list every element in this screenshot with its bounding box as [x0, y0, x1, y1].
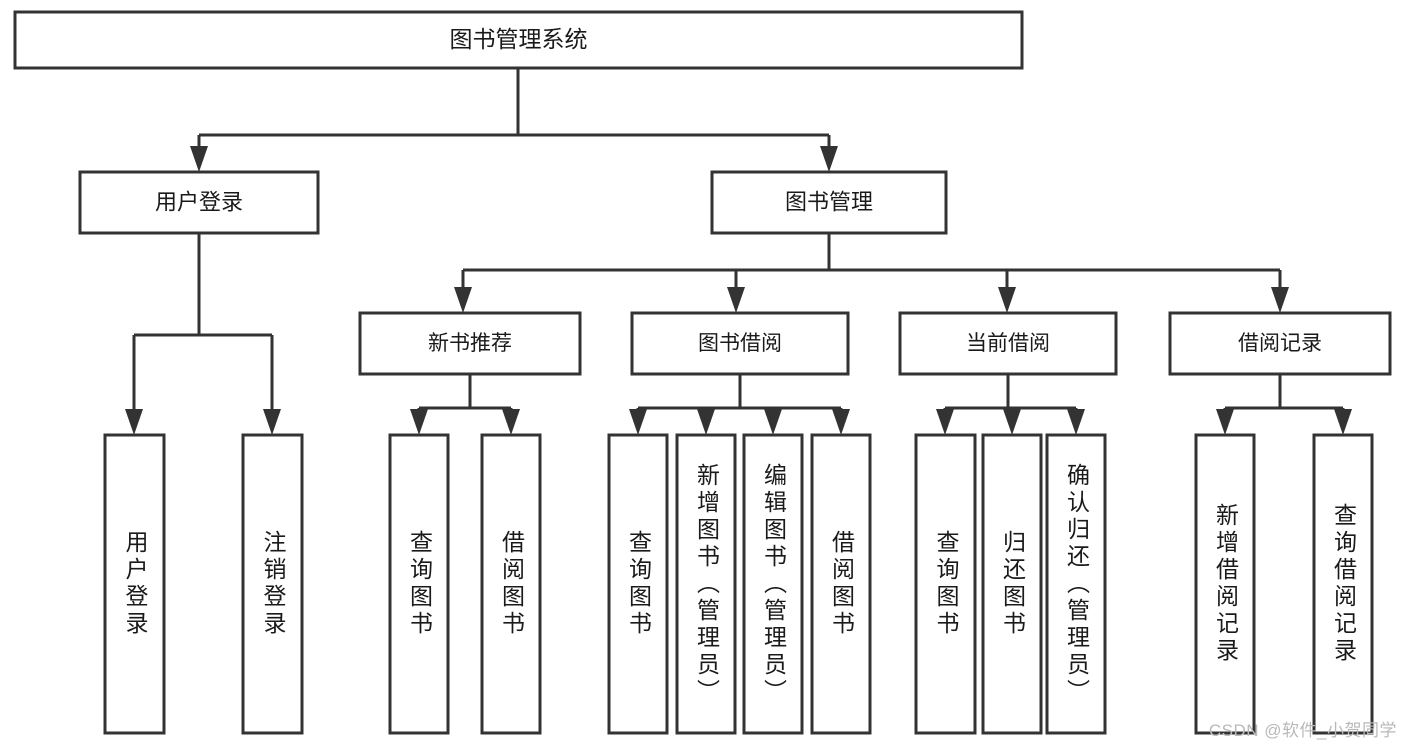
leaf-node-6-编辑图书管理员[interactable]: [742, 433, 804, 735]
leaf-node-2-查询图书[interactable]: [388, 433, 450, 735]
arrow-head-icon: [454, 287, 472, 313]
leaf-node-3-借阅图书[interactable]: [480, 433, 542, 735]
node-图书管理-label: 图书管理: [785, 189, 873, 214]
leaf-node-12-查询借阅记录[interactable]: [1312, 433, 1374, 735]
node-图书借阅[interactable]: [630, 311, 850, 376]
node-新书推荐[interactable]: [358, 311, 582, 376]
arrow-head-icon: [1067, 409, 1085, 435]
arrow-head-icon: [1003, 409, 1021, 435]
arrow-head-icon: [820, 146, 838, 172]
leaf-node-10-确认归还管理员[interactable]: [1045, 433, 1107, 735]
arrow-head-icon: [727, 287, 745, 313]
connectors-layer: [125, 68, 1352, 435]
arrow-head-icon: [764, 409, 782, 435]
node-root-图书管理系统-label: 图书管理系统: [450, 26, 588, 52]
arrow-head-icon: [629, 409, 647, 435]
arrow-head-icon: [1271, 287, 1289, 313]
node-用户登录-label: 用户登录: [155, 189, 243, 214]
leaf-node-11-新增借阅记录[interactable]: [1194, 433, 1256, 735]
node-借阅记录[interactable]: [1168, 311, 1392, 376]
leaf-node-4-查询图书[interactable]: [607, 433, 669, 735]
node-当前借阅[interactable]: [898, 311, 1118, 376]
leaf-node-5-新增图书管理员[interactable]: [675, 433, 737, 735]
node-图书借阅-label: 图书借阅: [698, 332, 782, 355]
arrow-head-icon: [832, 409, 850, 435]
arrow-head-icon: [1216, 409, 1234, 435]
leaf-node-0-用户登录[interactable]: [103, 433, 166, 735]
arrow-head-icon: [697, 409, 715, 435]
arrow-head-icon: [125, 409, 143, 435]
arrow-head-icon: [998, 287, 1016, 313]
arrow-head-icon: [502, 409, 520, 435]
arrow-head-icon: [1334, 409, 1352, 435]
arrow-head-icon: [936, 409, 954, 435]
watermark-text: CSDN @软件_小贺同学: [1208, 721, 1397, 740]
arrow-head-icon: [190, 146, 208, 172]
arrow-head-icon: [263, 409, 281, 435]
node-新书推荐-label: 新书推荐: [428, 332, 512, 355]
arrow-head-icon: [410, 409, 428, 435]
leaf-node-1-注销登录[interactable]: [241, 433, 304, 735]
leaf-node-9-归还图书[interactable]: [981, 433, 1043, 735]
leaf-node-7-借阅图书[interactable]: [810, 433, 872, 735]
node-用户登录[interactable]: [78, 170, 320, 235]
node-root-图书管理系统[interactable]: [13, 10, 1024, 70]
node-借阅记录-label: 借阅记录: [1238, 332, 1322, 355]
node-当前借阅-label: 当前借阅: [966, 332, 1050, 355]
node-图书管理[interactable]: [710, 170, 948, 235]
leaf-node-8-查询图书[interactable]: [914, 433, 977, 735]
